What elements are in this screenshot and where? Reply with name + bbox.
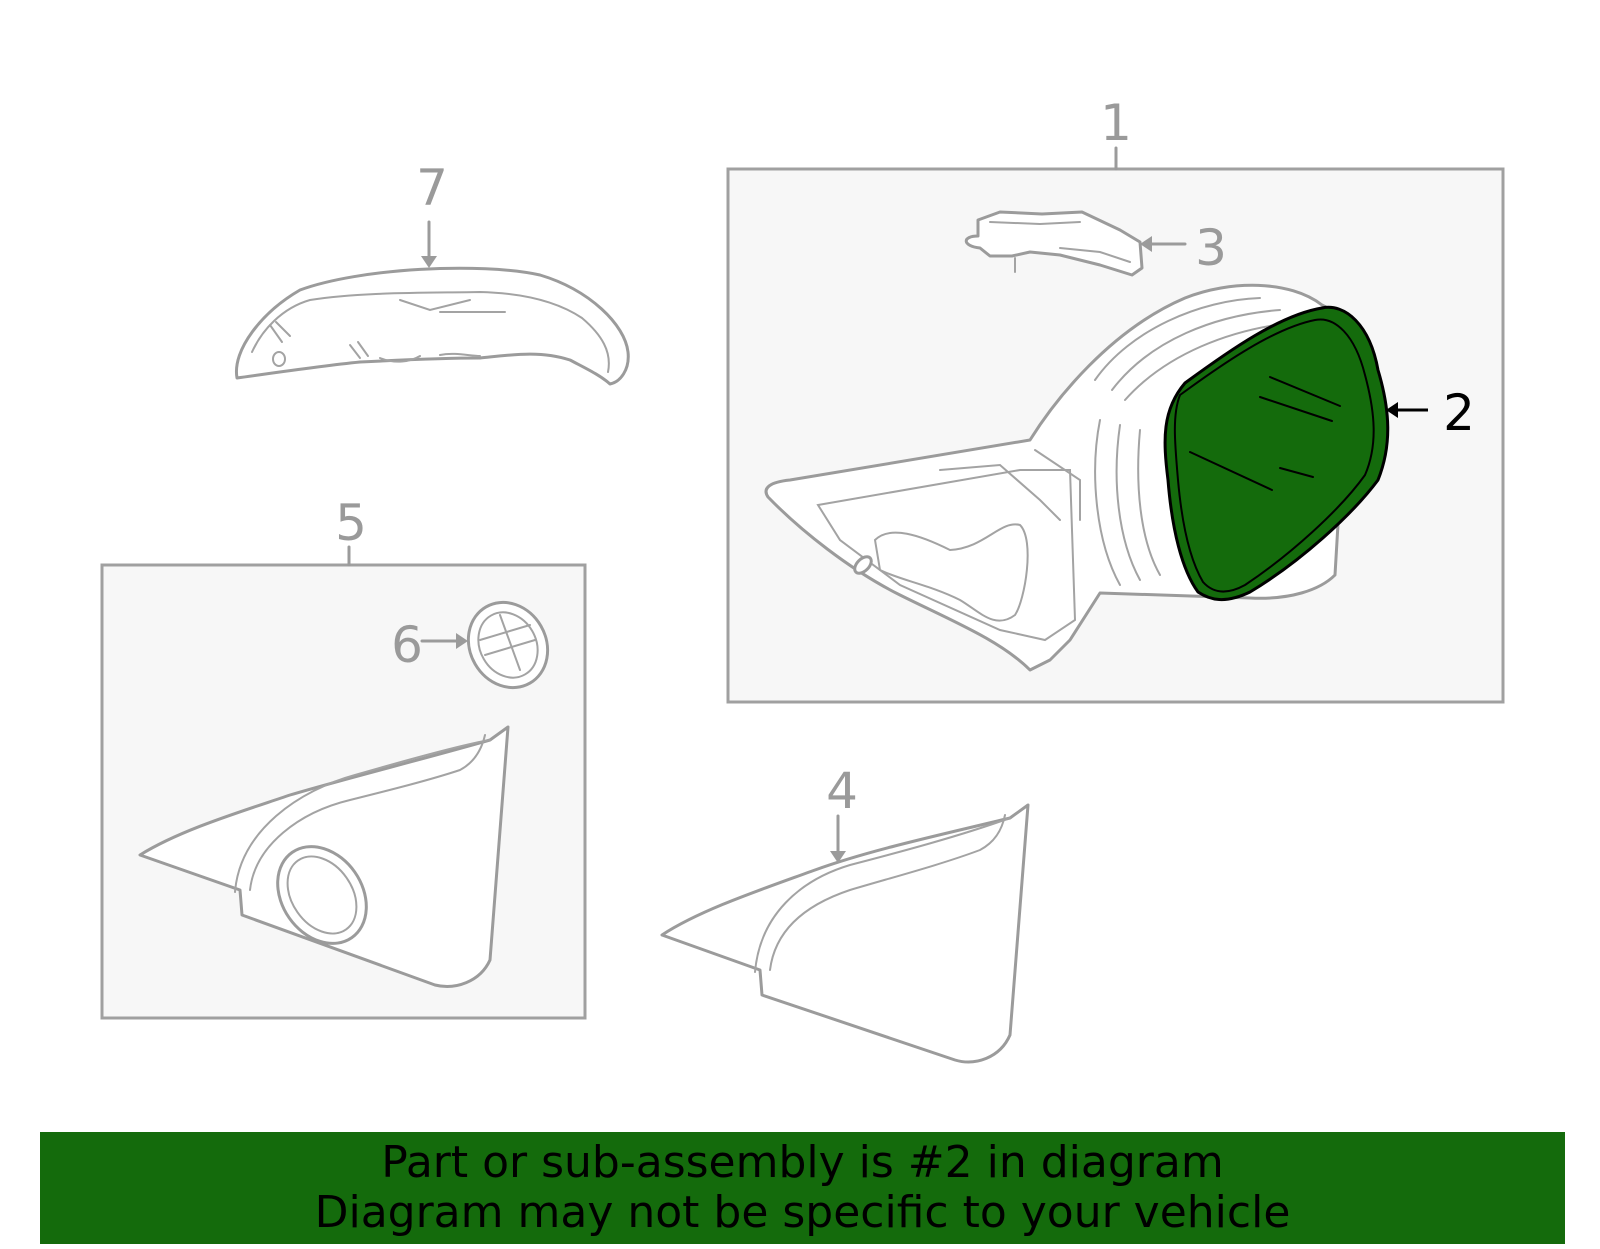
part-7-mirror-cover <box>234 266 630 386</box>
part-5-mirror-base <box>138 725 510 988</box>
banner-line-1: Part or sub-assembly is #2 in diagram <box>381 1137 1224 1188</box>
callout-2: 2 <box>1443 384 1475 442</box>
callout-6: 6 <box>391 616 423 674</box>
part-2-mirror-glass <box>1163 305 1390 601</box>
part-6-grommet <box>466 600 550 690</box>
callout-4: 4 <box>826 762 858 820</box>
part-4-mirror-base <box>660 803 1030 1064</box>
part-3-bracket <box>964 210 1144 277</box>
callout-3: 3 <box>1195 219 1227 277</box>
callout-7: 7 <box>416 159 448 217</box>
callout-1: 1 <box>1100 94 1132 152</box>
parts-diagram: 1 5 7 3 2 <box>100 94 1505 1064</box>
callout-5: 5 <box>335 494 367 552</box>
banner-line-2: Diagram may not be specific to your vehi… <box>314 1187 1291 1238</box>
info-banner: Part or sub-assembly is #2 in diagram Di… <box>40 1132 1565 1244</box>
